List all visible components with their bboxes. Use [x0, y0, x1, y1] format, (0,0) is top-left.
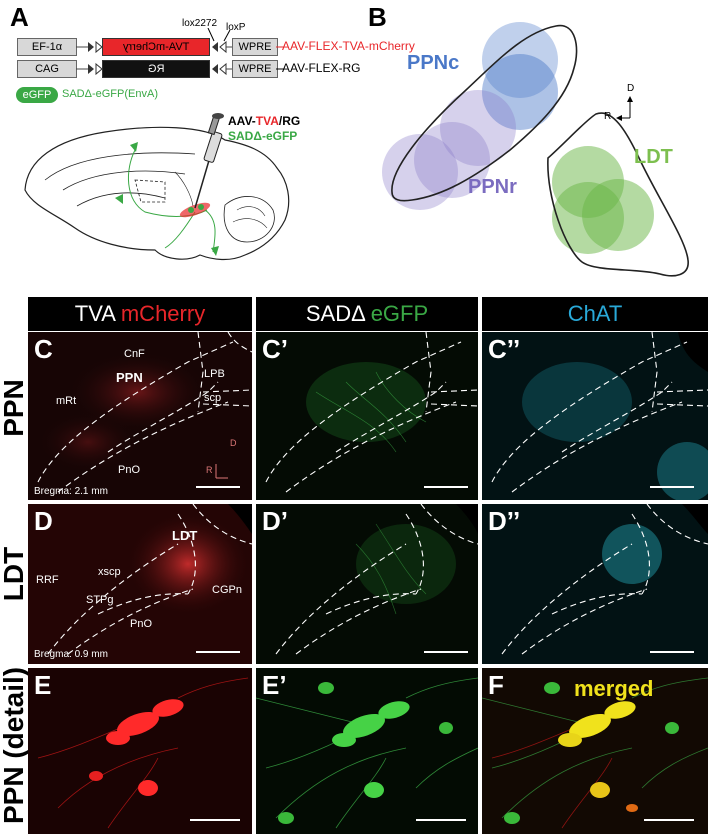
- ppnc-circle-1: [482, 22, 558, 98]
- ppnr-circle-1: [440, 90, 516, 166]
- region-cnf: CnF: [124, 348, 145, 360]
- ldt-label: LDT: [634, 146, 673, 168]
- lox2272-label: lox2272: [182, 18, 218, 29]
- wpre-row1: WPRE: [232, 38, 278, 56]
- header-tva: TVA: [74, 301, 121, 326]
- micrograph-d1: [256, 504, 478, 664]
- inject-prefix: AAV-: [228, 114, 256, 128]
- construct-name-2: AAV-FLEX-RG: [282, 61, 361, 75]
- region-ldt-d: LDT: [172, 528, 198, 543]
- egfp-badge: eGFP: [16, 87, 58, 103]
- sad-egfp-envA-label: SADΔ-eGFP(EnvA): [62, 88, 158, 100]
- region-lpb: LPB: [204, 368, 225, 380]
- loxp-label: loxP: [226, 22, 246, 33]
- ppn-ldt-diagram: [382, 22, 689, 277]
- region-mrt: mRt: [56, 395, 77, 407]
- wpre-row2: WPRE: [232, 60, 278, 78]
- micrograph-d: [28, 504, 252, 664]
- micrograph-e1: [256, 668, 478, 834]
- header-tva-mcherry: TVA mCherry: [28, 297, 252, 331]
- connector-2: [276, 68, 284, 70]
- header-sad: SADΔ: [305, 301, 371, 326]
- ppnc-label: PPNc: [407, 52, 460, 74]
- sagittal-brain-diagram: [24, 113, 290, 261]
- micrograph-c1: [256, 332, 478, 500]
- panel-label-d2: D’’: [488, 506, 521, 536]
- ppnr-circle-3: [382, 134, 458, 210]
- panel-label-d1: D’: [262, 506, 288, 536]
- panel-c-axis-d: D: [230, 438, 237, 448]
- lox-arrows-row2: [76, 62, 103, 76]
- micrograph-c: [28, 332, 252, 500]
- region-ppn: PPN: [116, 370, 143, 385]
- tva-mcherry-gene: TVA-mCherry: [102, 38, 210, 56]
- panel-label-c2: C’’: [488, 334, 521, 364]
- ldt-circle-3: [582, 179, 654, 251]
- inject-suffix: /RG: [278, 114, 301, 128]
- micrograph-c2: [482, 332, 708, 500]
- header-chat: ChAT: [482, 297, 708, 331]
- ppnr-circle-2: [414, 122, 490, 198]
- panel-c-axis-r: R: [206, 465, 213, 475]
- cag-promoter: CAG: [17, 60, 77, 78]
- injection-label-2: SADΔ-eGFP: [228, 129, 298, 143]
- panel-label-d: D: [34, 506, 53, 536]
- region-rrf: RRF: [36, 574, 59, 586]
- construct-name-1: AAV-FLEX-TVA-mCherry: [282, 39, 415, 53]
- region-xscp: xscp: [98, 566, 121, 578]
- bregma-c: Bregma: 2.1 mm: [34, 486, 108, 497]
- panel-label-f: F: [488, 670, 504, 700]
- header-egfp: eGFP: [370, 301, 429, 326]
- bregma-d: Bregma: 0.9 mm: [34, 649, 108, 660]
- panel-b-axis-d: D: [627, 83, 635, 94]
- panel-label-c1: C’: [262, 334, 288, 364]
- connector-1: [276, 46, 284, 48]
- micrograph-d2: [482, 504, 708, 664]
- rg-label: RG: [147, 63, 165, 75]
- row-label-ppn-detail: PPN (detail): [0, 666, 29, 824]
- micrograph-e: [28, 668, 252, 834]
- header-sad-egfp: SADΔ eGFP: [256, 297, 478, 331]
- row-label-ldt: LDT: [0, 546, 29, 602]
- ldt-outline: [547, 112, 689, 277]
- region-pno: PnO: [118, 464, 141, 476]
- lox-pointer-lines: [207, 28, 231, 42]
- region-scp: scp: [204, 392, 222, 404]
- rg-gene: RG: [102, 60, 210, 78]
- panel-label-e1: E’: [262, 670, 287, 700]
- panel-b-axis-r: R: [604, 111, 612, 122]
- panel-label-b: B: [368, 2, 387, 32]
- row-label-ppn: PPN: [0, 379, 29, 437]
- region-stpg: STPg: [86, 594, 114, 606]
- micrograph-f: [482, 668, 708, 834]
- region-cgpn: CGPn: [212, 584, 242, 596]
- merged-label: merged: [574, 676, 654, 701]
- lox-arrows-row1: [76, 40, 103, 54]
- header-mcherry: mCherry: [120, 301, 206, 326]
- injection-label-1: AAV-TVA/RG: [228, 114, 300, 128]
- ppnr-label: PPNr: [468, 176, 517, 198]
- inject-tva: TVA: [255, 114, 279, 128]
- panel-label-a: A: [10, 2, 29, 32]
- tva-mcherry-label: TVA-mCherry: [122, 41, 190, 53]
- ppn-outline: [391, 24, 578, 202]
- axis-d-arrow: [627, 96, 633, 102]
- panel-label-e: E: [34, 670, 52, 700]
- ppnc-circle-2: [482, 54, 558, 130]
- ef1a-promoter: EF-1α: [17, 38, 77, 56]
- panel-label-c: C: [34, 334, 53, 364]
- region-pno-d: PnO: [130, 618, 153, 630]
- axis-r-arrow: [616, 115, 622, 121]
